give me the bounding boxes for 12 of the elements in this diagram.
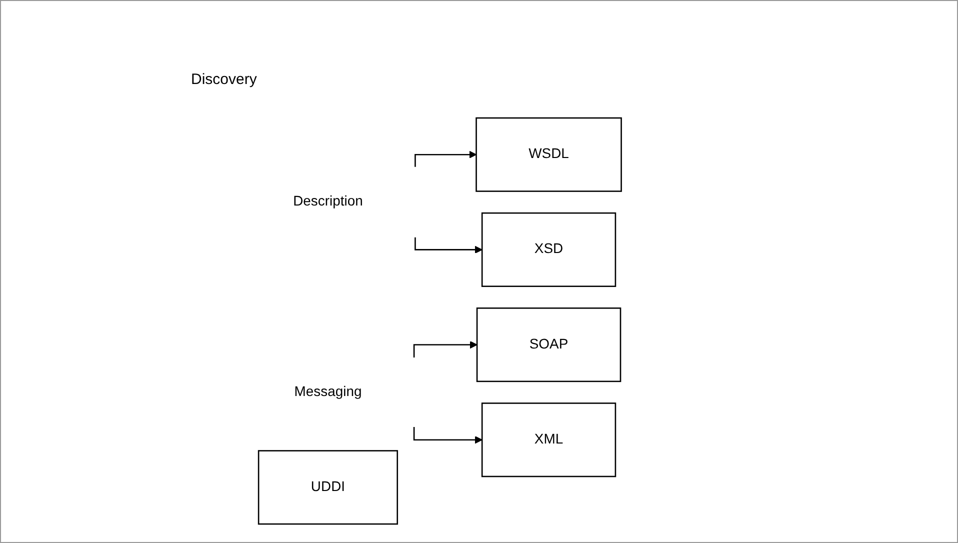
node-box: XSD (481, 212, 616, 287)
node-box: SOAP (476, 307, 622, 382)
arrow (413, 427, 482, 444)
node-text: Messaging (294, 384, 362, 400)
node-box: WSDL (476, 117, 622, 192)
node-text: Description (293, 194, 363, 210)
arrow (414, 237, 482, 254)
arrow (413, 340, 478, 358)
layer-label: Discovery (191, 71, 257, 88)
arrow (414, 150, 477, 167)
node-box: XML (481, 402, 616, 478)
node-box: UDDI (258, 450, 398, 525)
